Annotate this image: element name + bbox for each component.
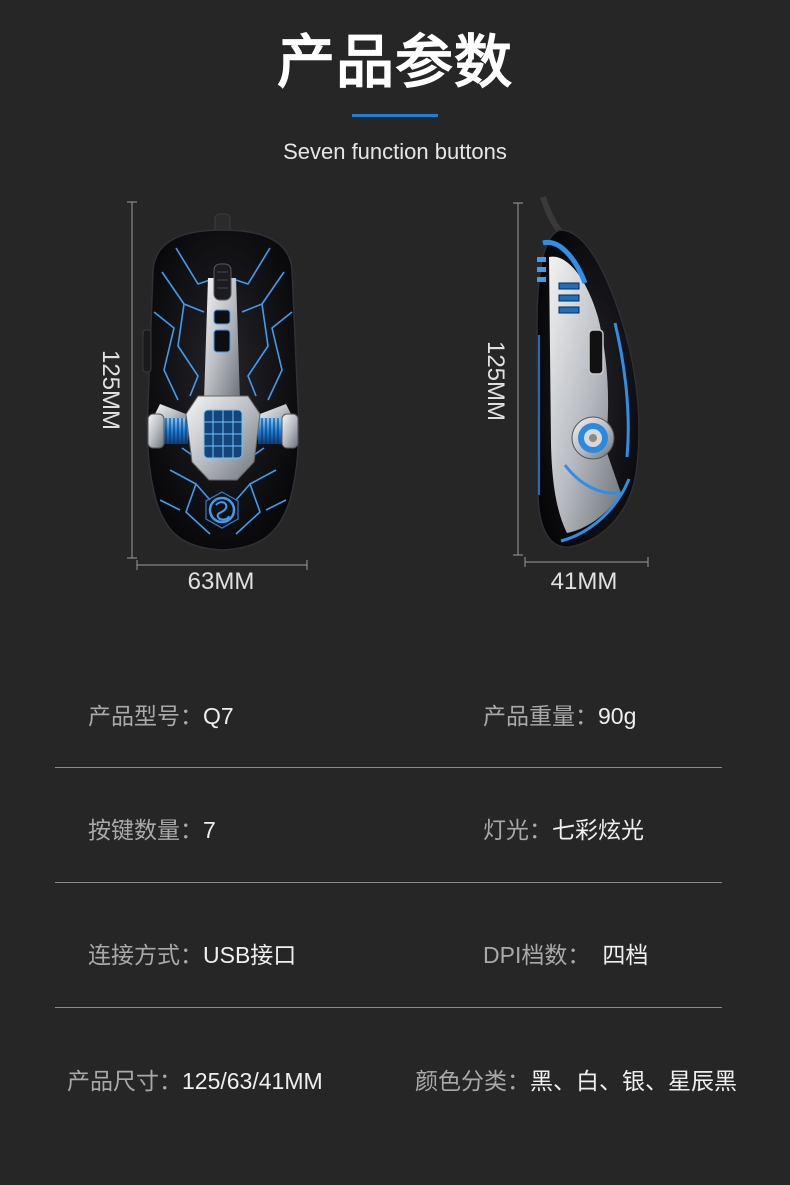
side-view-height-label: 125MM	[482, 340, 509, 422]
top-light-slots	[537, 257, 546, 282]
spec-size: 产品尺寸：125/63/41MM	[67, 1066, 323, 1096]
dpi-button-lower	[213, 329, 231, 353]
page-subtitle: Seven function buttons	[283, 139, 507, 164]
spec-label: 产品型号：	[88, 703, 203, 729]
spec-connection: 连接方式：USB接口	[88, 940, 296, 970]
spec-label: 颜色分类：	[415, 1068, 530, 1094]
spec-colors: 颜色分类：黑、白、银、星辰黑	[415, 1066, 737, 1096]
center-light-grid	[203, 409, 243, 459]
dpi-button-upper	[213, 309, 231, 325]
spec-value: 7	[203, 817, 216, 843]
spec-value: 90g	[598, 703, 637, 729]
spec-value: 125/63/41MM	[182, 1068, 323, 1094]
side-button-bar	[588, 329, 604, 375]
top-view-height-label: 125MM	[97, 349, 124, 431]
spec-value: 七彩炫光	[552, 817, 644, 843]
blue-accent-lines	[538, 239, 631, 543]
right-silver-knob	[281, 413, 299, 449]
side-button	[142, 329, 152, 373]
spec-label: 按键数量：	[88, 817, 203, 843]
side-view-width-label: 41MM	[550, 568, 618, 595]
spec-value: 四档	[602, 942, 649, 968]
brand-logo-icon	[205, 491, 239, 529]
spec-weight: 产品重量：90g	[483, 701, 636, 731]
spec-label: 灯光：	[483, 817, 552, 843]
title-accent-underline	[352, 114, 438, 117]
spec-label: 产品尺寸：	[67, 1068, 182, 1094]
spec-dpi-levels: DPI档数： 四档	[483, 940, 648, 970]
page-title: 产品参数	[276, 30, 513, 95]
silver-panel	[549, 256, 621, 533]
top-view-height-line	[127, 201, 137, 559]
spec-label: 连接方式：	[88, 942, 203, 968]
spec-label: DPI档数：	[483, 942, 591, 968]
dimension-lines	[127, 201, 649, 570]
spec-label: 产品重量：	[483, 703, 598, 729]
side-view-width-line	[524, 557, 649, 567]
mouse-cable	[540, 196, 564, 235]
scroll-wheel	[213, 263, 232, 301]
row-divider	[55, 1007, 722, 1008]
right-spring	[258, 418, 284, 444]
side-view-height-line	[513, 202, 523, 556]
side-window-slots	[558, 282, 580, 314]
mouse-top-view-image	[142, 213, 300, 551]
top-view-width-line	[136, 560, 308, 570]
top-view-width-label: 63MM	[187, 568, 255, 595]
spec-value: Q7	[203, 703, 234, 729]
left-spring	[162, 418, 188, 444]
spec-lighting: 灯光：七彩炫光	[483, 815, 644, 845]
spec-value: USB接口	[203, 942, 297, 968]
spec-value: 黑、白、银、星辰黑	[530, 1068, 737, 1094]
row-divider	[55, 767, 722, 768]
side-wheel-knob	[571, 416, 615, 460]
spec-model: 产品型号：Q7	[88, 701, 234, 731]
spec-button-count: 按键数量：7	[88, 815, 216, 845]
mouse-side-view-image	[536, 196, 640, 548]
left-silver-knob	[147, 413, 165, 449]
row-divider	[55, 882, 722, 883]
blue-crack-pattern	[153, 247, 293, 535]
